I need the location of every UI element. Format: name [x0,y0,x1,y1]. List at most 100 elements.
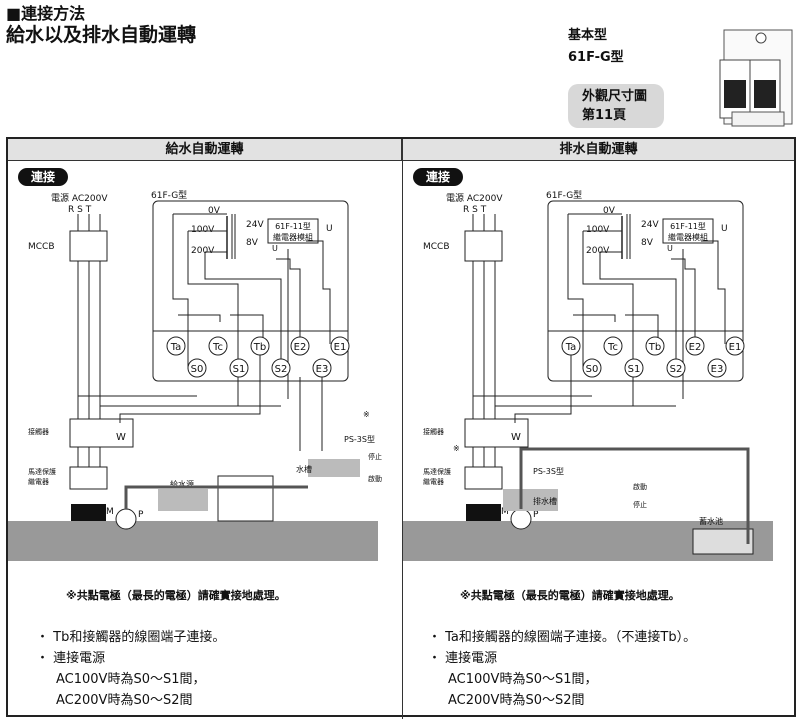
wire [187,231,239,359]
instruction-line: ・ 連接電源 [428,651,498,666]
terminal-e2 [290,336,310,356]
electrode-holder-label: PS-3S型 [344,435,375,444]
wire [573,314,616,322]
panel-heading-supply: 給水自動運轉 [8,139,402,161]
terminal-label: Tc [607,342,618,353]
contactor-box [69,418,134,448]
terminal-label: E1 [334,342,347,353]
terminal-label: S1 [233,364,246,375]
terminal-e1 [330,336,350,356]
terminal-e3 [707,358,727,378]
motor [466,504,501,521]
water-tank [308,459,360,477]
relay-module-box [267,218,319,244]
connection-badge: 連接 [18,168,68,186]
contactor-box [464,418,529,448]
wire [671,258,696,344]
mccb-label: MCCB [423,242,450,252]
motor-relay-box [464,466,503,490]
terminal-label: S1 [628,364,641,375]
start-label: 啟動 [368,474,382,483]
terminal-ta [166,336,186,356]
wire [306,240,331,344]
pump [510,508,532,530]
tap-200v: 200V [191,246,215,256]
device-illustration [719,29,793,127]
relay-module-label: 61F-11型 [275,222,311,231]
terminal-label: Ta [565,342,577,353]
terminal-s0 [582,358,602,378]
motor-relay-label: 繼電器 [28,477,49,486]
pipe [124,485,308,509]
terminal-label: Tc [212,342,223,353]
tap-200v: 200V [586,246,610,256]
water-source [158,489,208,511]
motor-relay-label: 馬達保護 [28,467,56,476]
instruction-line: AC100V時為S0～S1間， [56,672,206,687]
ground-mark: ※ [453,444,460,453]
grounding-note: ※共點電極（最長的電極）請確實接地處理。 [66,589,286,602]
mccb-label: MCCB [28,242,55,252]
ground-floor [8,521,378,561]
reference-box: 外觀尺寸圖 第11頁 [568,84,664,128]
terminal-label: E2 [689,342,702,353]
building [217,475,274,522]
coil-wire [119,355,261,423]
relay-u-label: U [721,224,728,234]
terminal-e1 [725,336,745,356]
wire [230,314,264,344]
terminal-label: E1 [729,342,742,353]
stop-label: 停止 [368,452,382,461]
section-title: ■連接方法 [6,4,86,23]
terminal-label: Tb [648,342,661,353]
terminal-label: S2 [275,364,288,375]
relay-u-label: U [326,224,333,234]
pipe [519,447,750,544]
wire [276,258,301,344]
relay-module-label: 繼電器模組 [668,232,708,242]
instruction-line: AC100V時為S0～S1間， [448,672,598,687]
terminal-s1 [229,358,249,378]
terminal-label: E3 [316,364,329,375]
panel-divider [402,139,403,719]
wire [178,314,221,322]
motor-label: M [501,507,509,517]
switch-u-label: U [667,244,673,253]
terminal-s0 [187,358,207,378]
terminal-label: S2 [670,364,683,375]
secondary-24v: 24V [641,220,659,230]
drain-tank [503,489,558,511]
ref-line-2: 第11頁 [582,108,627,123]
mccb-box [69,230,108,262]
relay-module-label: 繼電器模組 [273,232,313,242]
contactor-label: 接觸器 [423,427,444,436]
reservoir [692,528,754,555]
controller-outline [152,200,349,382]
instruction-line: ・ Ta和接觸器的線圈端子連接。（不連接Tb）。 [428,630,697,645]
panel-heading-drain: 排水自動運轉 [403,139,794,161]
motor-relay-label: 繼電器 [423,477,444,486]
terminal-tc [603,336,623,356]
water-source-label: 給水源 [170,479,194,489]
model-line-2: 61F-G型 [568,50,624,65]
terminal-label: Ta [170,342,182,353]
terminal-s2 [666,358,686,378]
motor-label: M [106,507,114,517]
wire [625,314,659,344]
wire [582,231,634,359]
phase-labels: R S T [68,205,92,215]
tank-label: 水槽 [296,464,312,474]
motor-relay-box [69,466,108,490]
pump-label: P [138,510,144,520]
relay-module-box [662,218,714,244]
terminal-s2 [271,358,291,378]
pump [115,508,137,530]
reservoir-label: 蓄水池 [699,516,723,526]
connection-badge: 連接 [413,168,463,186]
tap-0v: 0V [208,206,221,216]
wire [204,252,282,369]
terminal-label: S0 [586,364,599,375]
